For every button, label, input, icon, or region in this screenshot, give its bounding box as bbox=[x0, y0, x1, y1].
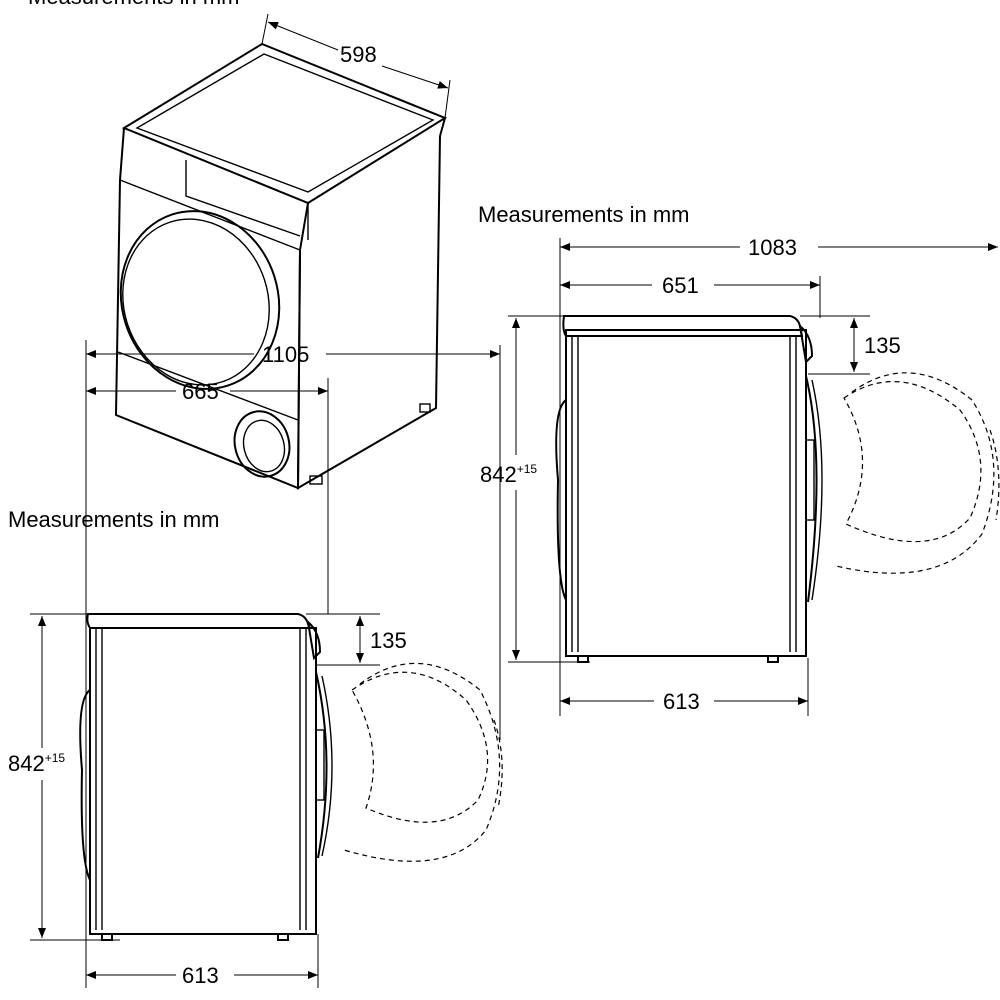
left-side-view: Measurements in mm 1105 665 135 842+15 6… bbox=[8, 340, 503, 988]
isometric-dryer-view: 598 bbox=[114, 13, 451, 490]
iso-width-label: 598 bbox=[340, 42, 377, 67]
caption-top-partial: Measurements in mm bbox=[28, 0, 240, 9]
right-overall-depth-label: 1083 bbox=[748, 235, 797, 260]
left-base-depth-label: 613 bbox=[182, 963, 219, 988]
right-door-depth-label: 651 bbox=[662, 273, 699, 298]
right-height-label: 842+15 bbox=[480, 462, 537, 487]
right-side-view: Measurements in mm 1083 651 135 842+15 6… bbox=[478, 202, 1000, 716]
right-base-depth-label: 613 bbox=[663, 689, 700, 714]
left-top-offset-label: 135 bbox=[370, 628, 407, 653]
left-height-label: 842+15 bbox=[8, 751, 65, 776]
caption-right-view: Measurements in mm bbox=[478, 202, 690, 227]
right-top-offset-label: 135 bbox=[864, 333, 901, 358]
left-overall-depth-label: 1105 bbox=[262, 342, 309, 367]
caption-left-view: Measurements in mm bbox=[8, 507, 220, 532]
left-door-depth-label: 665 bbox=[182, 379, 219, 404]
